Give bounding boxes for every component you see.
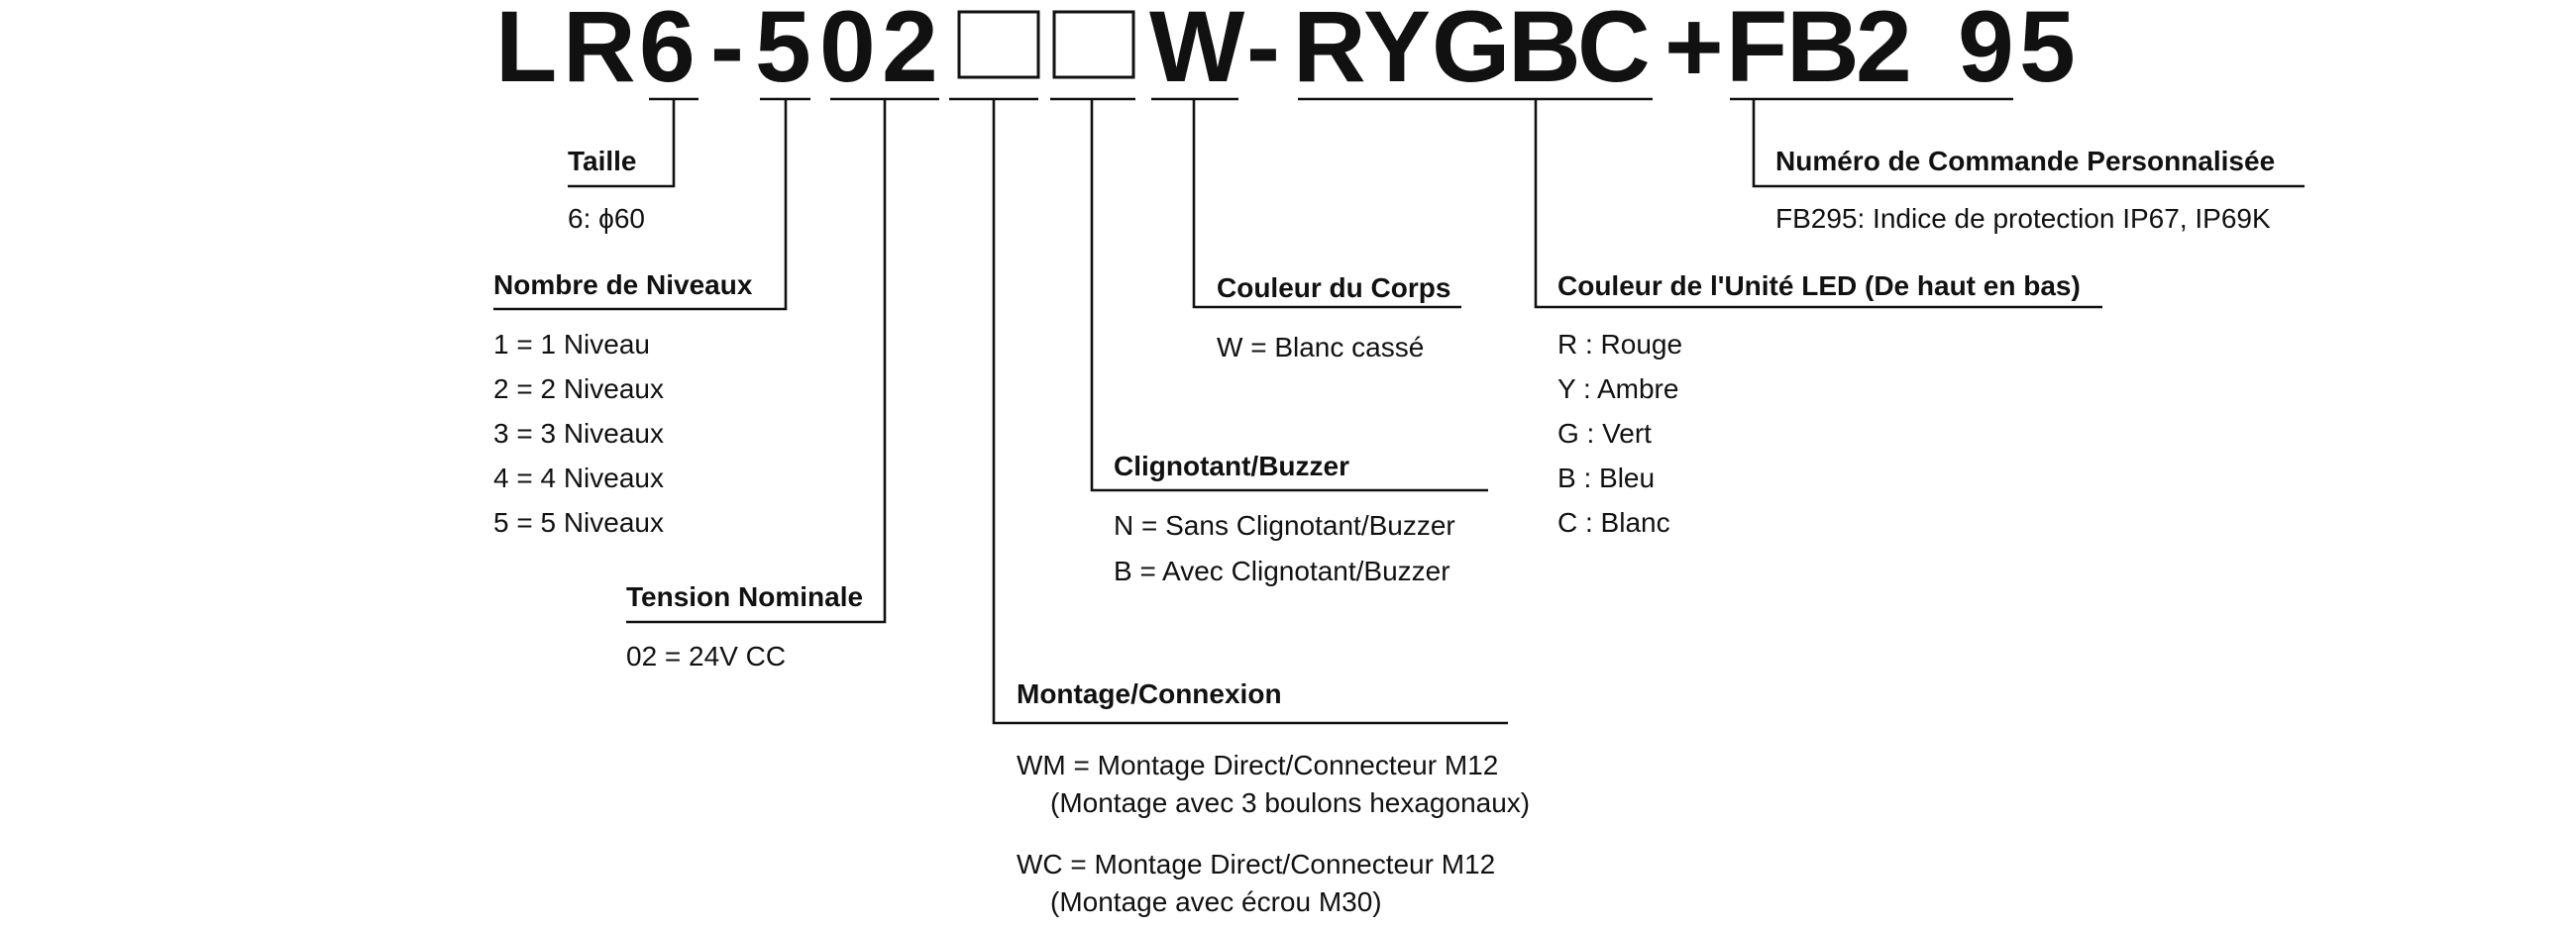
group-taille: Taille 6: ϕ60 — [568, 146, 645, 234]
code-char-13: B — [1508, 0, 1581, 103]
item-montage-2: (Montage avec 3 boulons hexagonaux) — [1050, 787, 1530, 818]
item-led-3: G : Vert — [1557, 418, 1652, 449]
item-corps-1: W = Blanc cassé — [1217, 332, 1424, 362]
code-char-15: + — [1664, 0, 1724, 103]
item-montage-4: (Montage avec écrou M30) — [1050, 886, 1382, 917]
code-char-17: B — [1786, 0, 1860, 103]
code-char-19: 9 — [1958, 0, 2014, 103]
group-montage: Montage/Connexion WM = Montage Direct/Co… — [1017, 678, 1530, 917]
leader-niveaux — [493, 99, 788, 311]
item-tension-1: 02 = 24V CC — [626, 641, 786, 672]
leader-lines — [493, 99, 2305, 725]
leader-taille — [568, 99, 676, 188]
code-char-4: - — [710, 0, 744, 103]
leader-corps — [1192, 99, 1461, 309]
heading-montage: Montage/Connexion — [1017, 678, 1282, 709]
code-char-9: - — [1246, 0, 1280, 103]
code-char-5: 5 — [755, 0, 811, 103]
code-char-10: R — [1293, 0, 1366, 103]
leader-montage — [992, 99, 1508, 725]
group-corps: Couleur du Corps W = Blanc cassé — [1217, 272, 1450, 362]
heading-taille: Taille — [568, 146, 637, 176]
item-clignotant-2: B = Avec Clignotant/Buzzer — [1114, 556, 1450, 586]
group-niveaux: Nombre de Niveaux 1 = 1 Niveau 2 = 2 Niv… — [493, 269, 753, 538]
item-led-1: R : Rouge — [1557, 329, 1682, 360]
item-clignotant-1: N = Sans Clignotant/Buzzer — [1114, 510, 1455, 541]
leader-clignotant — [1090, 99, 1488, 492]
code-char-3: 6 — [639, 0, 696, 103]
item-niveaux-5: 5 = 5 Niveaux — [493, 507, 664, 538]
code-char-16: F — [1726, 0, 1787, 103]
group-commande: Numéro de Commande Personnalisée FB295: … — [1775, 146, 2275, 234]
heading-commande: Numéro de Commande Personnalisée — [1775, 146, 2275, 176]
group-led: Couleur de l'Unité LED (De haut en bas) … — [1557, 270, 2081, 538]
item-niveaux-1: 1 = 1 Niveau — [493, 329, 650, 360]
heading-niveaux: Nombre de Niveaux — [493, 269, 753, 300]
group-tension: Tension Nominale 02 = 24V CC — [626, 581, 863, 672]
item-taille-1: 6: ϕ60 — [568, 203, 645, 234]
code-placeholder-box-2 — [1052, 10, 1135, 79]
item-niveaux-3: 3 = 3 Niveaux — [493, 418, 664, 449]
item-niveaux-2: 2 = 2 Niveaux — [493, 373, 664, 404]
item-commande-1: FB295: Indice de protection IP67, IP69K — [1775, 203, 2271, 234]
code-char-8: W — [1149, 0, 1245, 103]
leader-led — [1534, 99, 2102, 309]
code-char-12: G — [1432, 0, 1510, 103]
item-montage-3: WC = Montage Direct/Connecteur M12 — [1017, 849, 1495, 879]
heading-tension: Tension Nominale — [626, 581, 863, 612]
item-niveaux-4: 4 = 4 Niveaux — [493, 463, 664, 493]
code-char-20: 5 — [2019, 0, 2076, 103]
code-char-11: Y — [1363, 0, 1431, 103]
leader-tension — [626, 99, 887, 624]
item-led-5: C : Blanc — [1557, 507, 1670, 538]
heading-led: Couleur de l'Unité LED (De haut en bas) — [1557, 270, 2081, 301]
item-led-2: Y : Ambre — [1557, 373, 1678, 404]
leader-commande — [1752, 99, 2305, 188]
heading-clignotant: Clignotant/Buzzer — [1114, 451, 1349, 481]
item-led-4: B : Bleu — [1557, 463, 1655, 493]
heading-corps: Couleur du Corps — [1217, 272, 1450, 303]
code-placeholder-box-1 — [957, 10, 1040, 79]
item-montage-1: WM = Montage Direct/Connecteur M12 — [1017, 750, 1498, 780]
code-char-14: C — [1577, 0, 1651, 103]
model-code: L R 6 - 5 0 2 W - R Y G B C + F B 2 9 5 — [495, 0, 2076, 103]
code-char-1: L — [495, 0, 557, 103]
code-char-2: R — [563, 0, 636, 103]
code-char-6: 0 — [819, 0, 876, 103]
code-char-7: 2 — [882, 0, 938, 103]
group-clignotant: Clignotant/Buzzer N = Sans Clignotant/Bu… — [1114, 451, 1455, 586]
code-char-18: 2 — [1856, 0, 1912, 103]
